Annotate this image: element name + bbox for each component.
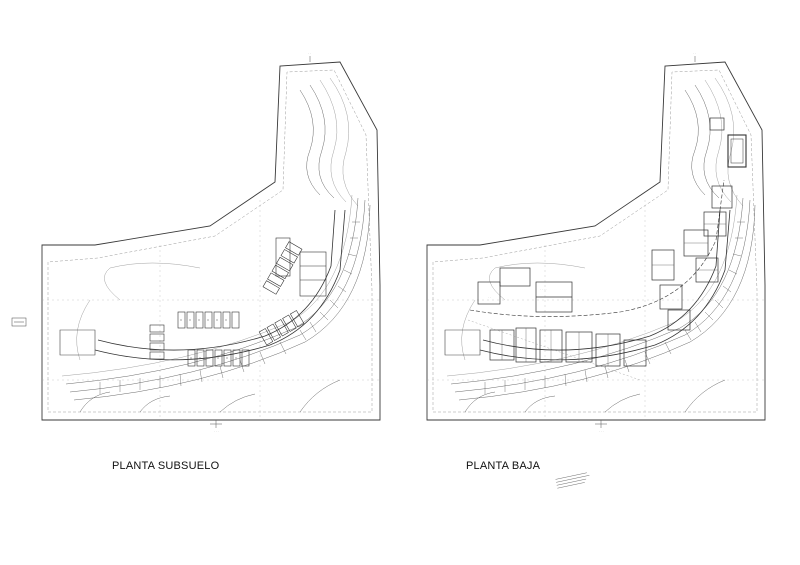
plan-baja: · · · · · · · · ·: [426, 50, 766, 434]
svg-text:· ·: · ·: [488, 295, 491, 299]
title-stamp: [555, 472, 590, 489]
svg-text:· · · ·: · · · ·: [540, 287, 547, 291]
plan-label-subsuelo: PLANTA SUBSUELO: [112, 460, 220, 472]
parking-stalls: [149, 237, 327, 367]
svg-text:· · ·: · · ·: [650, 357, 655, 361]
plan-subsuelo: [11, 50, 381, 434]
building-footprints: [477, 117, 747, 367]
plan-label-baja: PLANTA BAJA: [466, 460, 541, 472]
